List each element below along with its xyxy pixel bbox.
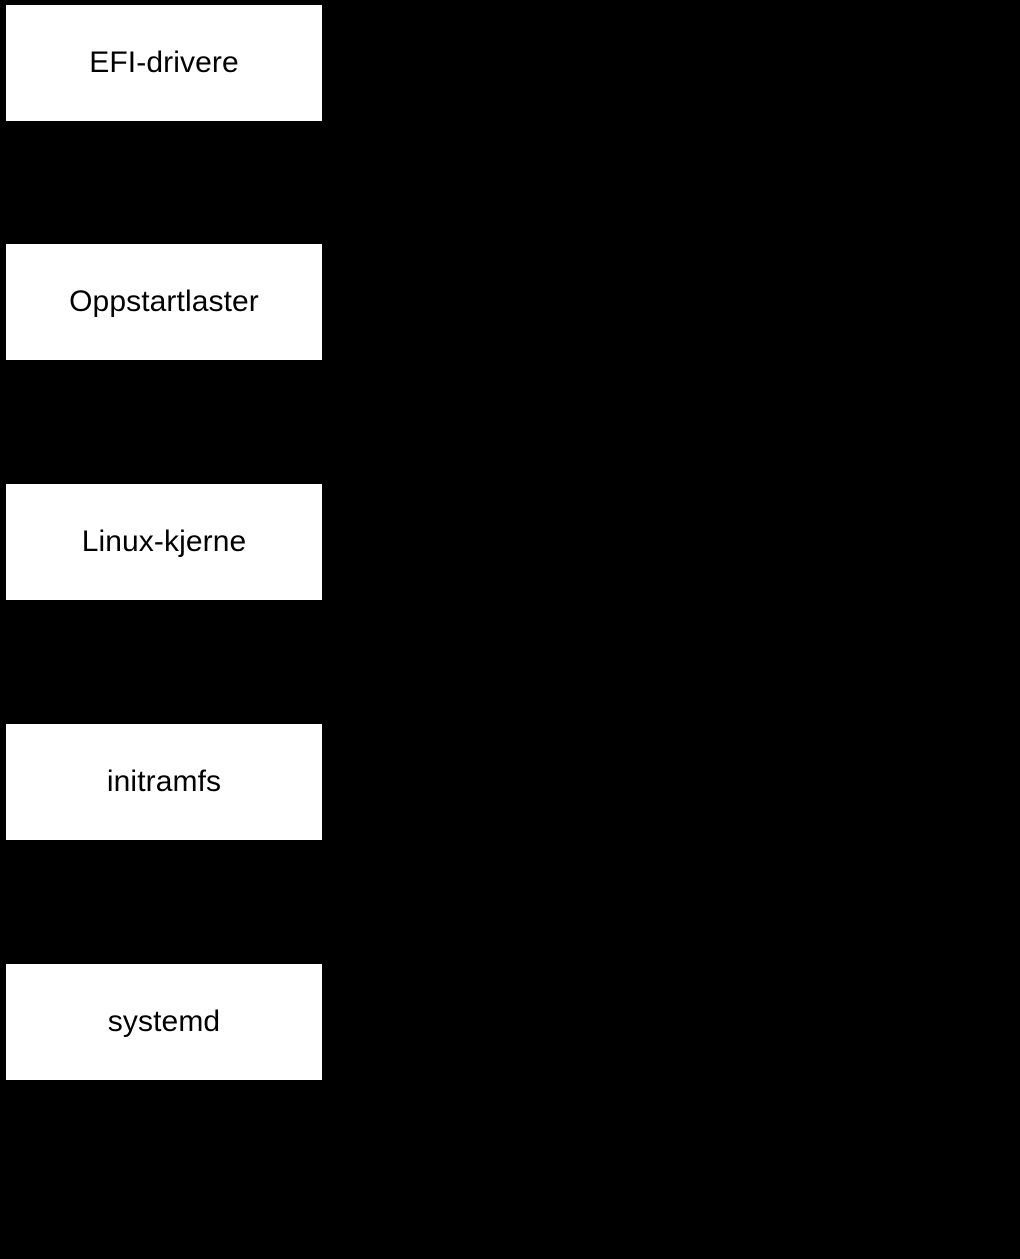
stage-label: EFI-drivere	[89, 46, 239, 79]
stage-box-efi-drivere[interactable]: EFI-drivere	[6, 5, 322, 121]
stage-label: initramfs	[106, 765, 222, 798]
stage-box-linux-kjerne[interactable]: Linux-kjerne	[6, 484, 322, 600]
stage-label: Linux-kjerne	[81, 525, 247, 558]
stage-box-initramfs[interactable]: initramfs	[6, 724, 322, 840]
stage-box-oppstartlaster[interactable]: Oppstartlaster	[6, 244, 322, 360]
stage-label: Oppstartlaster	[69, 285, 259, 318]
stage-label: systemd	[107, 1005, 221, 1038]
stage-box-systemd[interactable]: systemd	[6, 964, 322, 1080]
